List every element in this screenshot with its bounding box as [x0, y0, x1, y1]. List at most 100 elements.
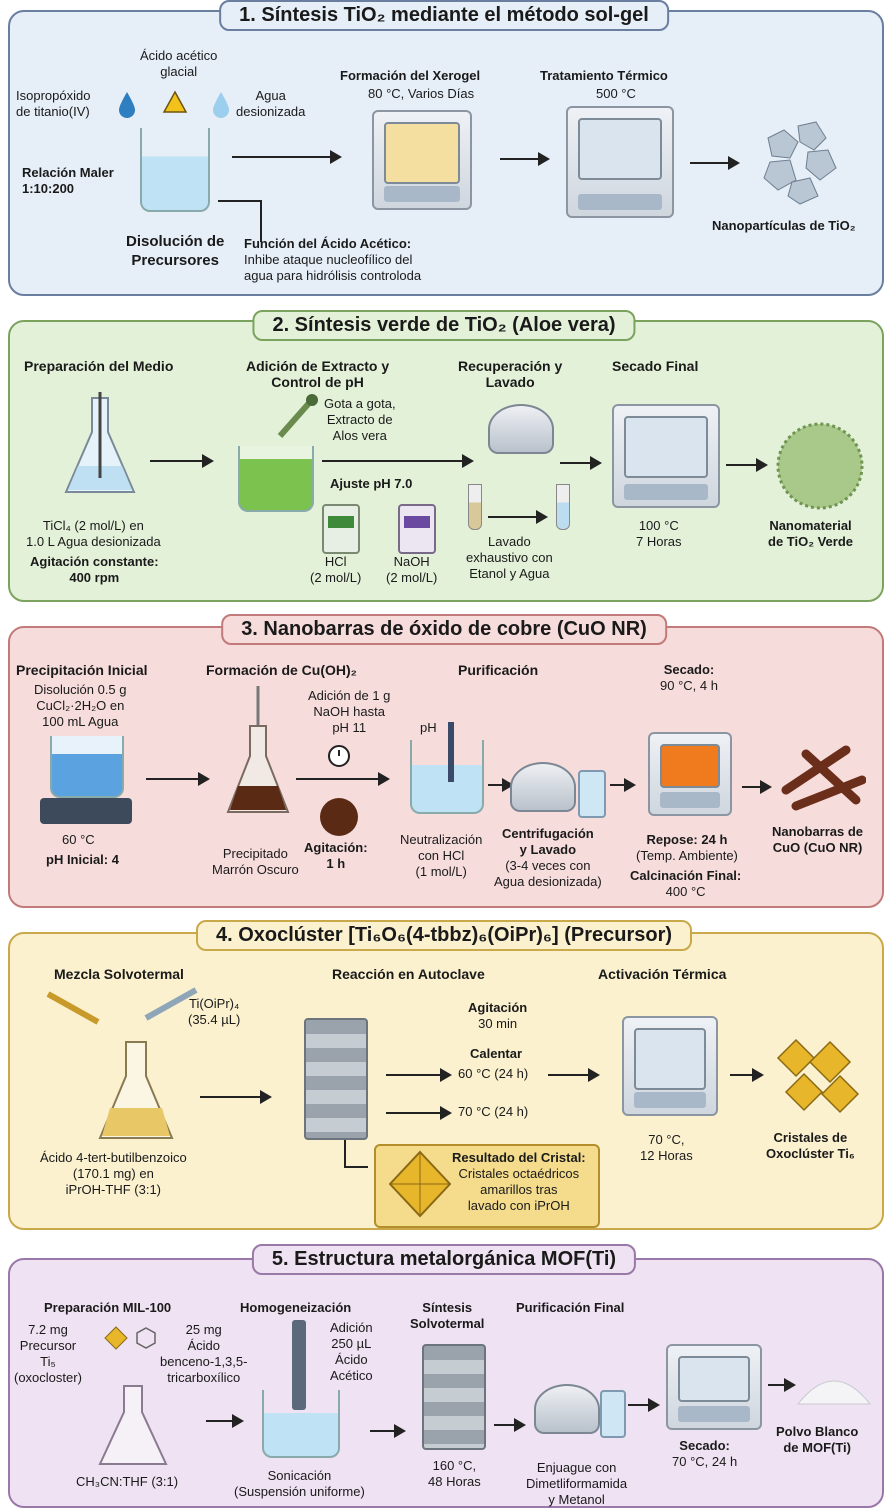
flow-arrow	[322, 454, 474, 468]
wash-bottle	[600, 1390, 626, 1438]
green-nanomaterial-icon	[776, 422, 864, 510]
temp: 60 °C	[62, 832, 95, 847]
ph-label: pH	[420, 720, 437, 735]
syringe-icon	[144, 987, 198, 1021]
flow-arrow	[726, 458, 768, 472]
heat-70: 70 °C (24 h)	[458, 1104, 529, 1119]
prec-title: Precipitación Inicial	[16, 662, 148, 678]
precursor-beaker	[140, 128, 210, 212]
activation-title: Activación Térmica	[598, 966, 727, 982]
flow-arrow	[146, 772, 210, 786]
flow-arrow	[386, 1068, 452, 1082]
flow-arrow	[370, 1424, 406, 1438]
panel-1-title: 1. Síntesis TiO₂ mediante el método sol-…	[219, 0, 669, 31]
crystal-icon	[388, 1150, 452, 1218]
wash-bottle	[578, 770, 606, 818]
flow-arrow	[232, 150, 342, 164]
flow-arrow	[628, 1398, 660, 1412]
xerogel-title: Formación del Xerogel	[340, 68, 481, 83]
timer-icon	[328, 745, 350, 767]
centrifuge-icon	[534, 1384, 600, 1434]
acid-function: Función del Ácido Acético:Inhibe ataque …	[244, 236, 422, 283]
mix-title: Mezcla Solvotermal	[54, 966, 184, 982]
sonication: Sonicación(Suspensión uniforme)	[234, 1468, 365, 1499]
warning-icon	[162, 90, 188, 113]
pur-title: Purificación	[458, 662, 539, 678]
flow-arrow	[386, 1106, 452, 1120]
drying: Secado:90 °C, 4 h	[660, 662, 718, 693]
nanorods-icon	[781, 745, 866, 811]
flask-icon	[98, 1041, 174, 1139]
prep-title: Preparación MIL-100	[44, 1300, 172, 1315]
ti-reagent: Ti(OiPr)₄(35.4 µL)	[188, 996, 241, 1027]
cucl2-beaker	[50, 736, 124, 798]
hotplate-icon	[40, 798, 132, 824]
extract-beaker	[238, 446, 314, 512]
naoh-bottle	[398, 504, 436, 554]
xerogel-cond: 80 °C, Varios Días	[368, 86, 475, 101]
dropper-icon	[277, 394, 318, 438]
panel-3-title: 3. Nanobarras de óxido de cobre (CuO NR)	[221, 614, 667, 645]
flow-arrow	[296, 772, 390, 786]
drop-icon	[213, 92, 229, 118]
crystals-icon	[776, 1038, 860, 1114]
flow-arrow	[206, 1414, 244, 1428]
drop-icon	[119, 92, 135, 118]
flow-arrow	[730, 1068, 764, 1082]
panel-5-title: 5. Estructura metalorgánica MOF(Ti)	[251, 1244, 637, 1275]
syn-conditions: 160 °C,48 Horas	[428, 1458, 481, 1489]
crystal-result: Resultado del Cristal:Cristales octaédri…	[452, 1150, 586, 1213]
syringe-icon	[46, 991, 100, 1025]
feedback-arrow	[218, 200, 262, 242]
panel-4-title: 4. Oxoclúster [Ti₆O₆(4-tbbz)₆(OiPr)₆] (P…	[195, 920, 693, 951]
naoh-label: NaOH(2 mol/L)	[386, 554, 438, 585]
ph-initial: pH Inicial: 4	[46, 852, 119, 867]
rest: Repose: 24 h(Temp. Ambiente)	[636, 832, 738, 863]
flow-arrow	[742, 780, 772, 794]
autoclave-icon	[422, 1344, 486, 1450]
centrifuge-icon	[510, 762, 576, 812]
flow-arrow	[488, 778, 514, 792]
form-title: Formación de Cu(OH)₂	[206, 662, 357, 678]
xerogel-oven	[372, 110, 472, 210]
powder-icon	[796, 1380, 872, 1405]
flow-arrow	[560, 456, 602, 470]
agitation: Agitación constante:400 rpm	[30, 554, 159, 585]
heat-60: 60 °C (24 h)	[458, 1066, 529, 1081]
mof-oven	[666, 1344, 762, 1430]
sonicator-probe	[292, 1320, 306, 1410]
pur-title: Purificación Final	[516, 1300, 625, 1315]
hcl-label: HCl(2 mol/L)	[310, 554, 362, 585]
ph-adjust: Ajuste pH 7.0	[330, 476, 413, 491]
result-connector	[344, 1140, 368, 1168]
activation-cond: 70 °C,12 Horas	[640, 1132, 693, 1163]
thermal-title: Tratamiento Térmico	[540, 68, 668, 83]
nanoparticles-icon	[763, 121, 837, 205]
thermal-cond: 500 °C	[596, 86, 636, 101]
flow-arrow	[548, 1068, 600, 1082]
precipitate-dot	[320, 798, 358, 836]
flow-arrow	[610, 778, 636, 792]
flow-arrow	[500, 152, 550, 166]
crystal-icon	[104, 1326, 128, 1350]
